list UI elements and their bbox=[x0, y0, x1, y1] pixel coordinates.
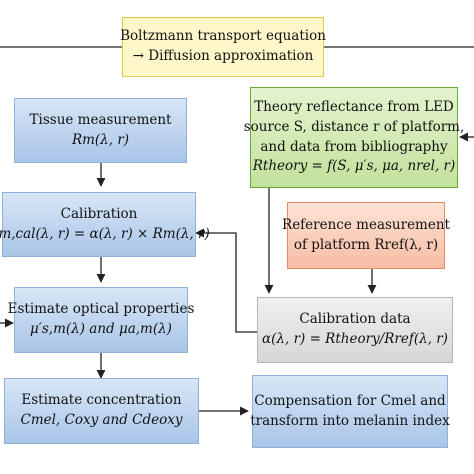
compensation-line1: Compensation for Cmel and bbox=[254, 392, 446, 409]
theory-line3: and data from bibliography bbox=[260, 138, 448, 155]
theory-line1: Theory reflectance from LED bbox=[254, 99, 454, 116]
tissue-measurement-box: Tissue measurement Rm(λ, r) bbox=[14, 98, 187, 163]
concentration-line1: Estimate concentration bbox=[21, 392, 182, 409]
theory-reflectance-box: Theory reflectance from LED source S, di… bbox=[244, 87, 464, 188]
boltzmann-line1: Boltzmann transport equation bbox=[120, 28, 326, 45]
tissue-line2: Rm(λ, r) bbox=[71, 131, 130, 148]
reference-measurement-box: Reference measurement of platform Rref(λ… bbox=[282, 202, 450, 269]
theory-line2: source S, distance r of platform, bbox=[243, 118, 465, 135]
concentration-box: Estimate concentration Cmel, Coxy and Cd… bbox=[4, 378, 199, 444]
optical-line1: Estimate optical properties bbox=[7, 301, 195, 318]
reference-line2: of platform Rref(λ, r) bbox=[293, 236, 439, 253]
calibration-line2: Rm,cal(λ, r) = α(λ, r) × Rm(λ, r) bbox=[0, 225, 210, 242]
calibration-data-box: Calibration data α(λ, r) = Rtheory/Rref(… bbox=[257, 297, 453, 363]
theory-line4: Rtheory = f(S, μ′s, μa, nrel, r) bbox=[252, 158, 456, 175]
optical-line2: μ′s,m(λ) and μa,m(λ) bbox=[30, 321, 172, 337]
compensation-line2: transform into melanin index bbox=[250, 412, 450, 429]
tissue-line1: Tissue measurement bbox=[29, 111, 172, 128]
concentration-line2: Cmel, Coxy and Cdeoxy bbox=[20, 412, 183, 428]
calib-data-line2: α(λ, r) = Rtheory/Rref(λ, r) bbox=[262, 331, 448, 347]
calib-data-line1: Calibration data bbox=[299, 311, 411, 328]
boltzmann-box: Boltzmann transport equation → Diffusion… bbox=[120, 17, 326, 77]
reference-line1: Reference measurement bbox=[282, 216, 450, 233]
optical-properties-box: Estimate optical properties μ′s,m(λ) and… bbox=[8, 287, 194, 353]
boltzmann-line2: → Diffusion approximation bbox=[132, 48, 314, 64]
calibration-line1: Calibration bbox=[60, 205, 138, 222]
arrow-calibration-data-to-calibration bbox=[195, 228, 257, 333]
calibration-box: Calibration Rm,cal(λ, r) = α(λ, r) × Rm(… bbox=[0, 192, 210, 257]
compensation-box: Compensation for Cmel and transform into… bbox=[250, 375, 450, 448]
